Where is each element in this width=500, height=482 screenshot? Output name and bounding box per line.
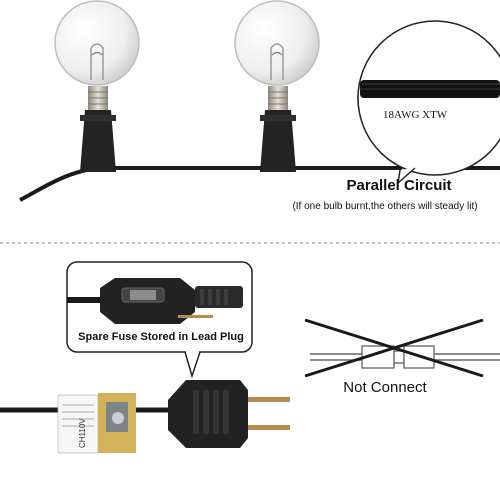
cross-mark-b <box>304 318 484 378</box>
circuit-title: Parallel Circuit <box>346 177 452 194</box>
certification-tag <box>57 393 136 454</box>
bulb-glass <box>54 0 140 86</box>
bulb-filament <box>90 43 104 80</box>
bulb-socket <box>80 110 116 172</box>
plug-prong-bottom <box>248 425 290 430</box>
wire-callout <box>357 20 500 185</box>
bulb-right <box>234 0 320 172</box>
fuse-caption: Spare Fuse Stored in Lead Plug <box>78 331 244 343</box>
fuse-callout <box>66 261 253 379</box>
bulb-left <box>54 0 140 172</box>
not-connect-diagram <box>304 318 500 378</box>
wire-spec-label: 18AWG XTW <box>383 109 448 121</box>
bulb-glass <box>234 0 320 86</box>
bulb-filament <box>270 43 284 80</box>
bulb-socket <box>260 110 296 172</box>
circuit-note: (If one bulb burnt,the others will stead… <box>292 201 478 212</box>
plug-prong-top <box>248 397 290 402</box>
certification-text: CH110V <box>78 418 87 448</box>
not-connect-label: Not Connect <box>343 379 427 396</box>
lead-plug <box>168 380 290 448</box>
